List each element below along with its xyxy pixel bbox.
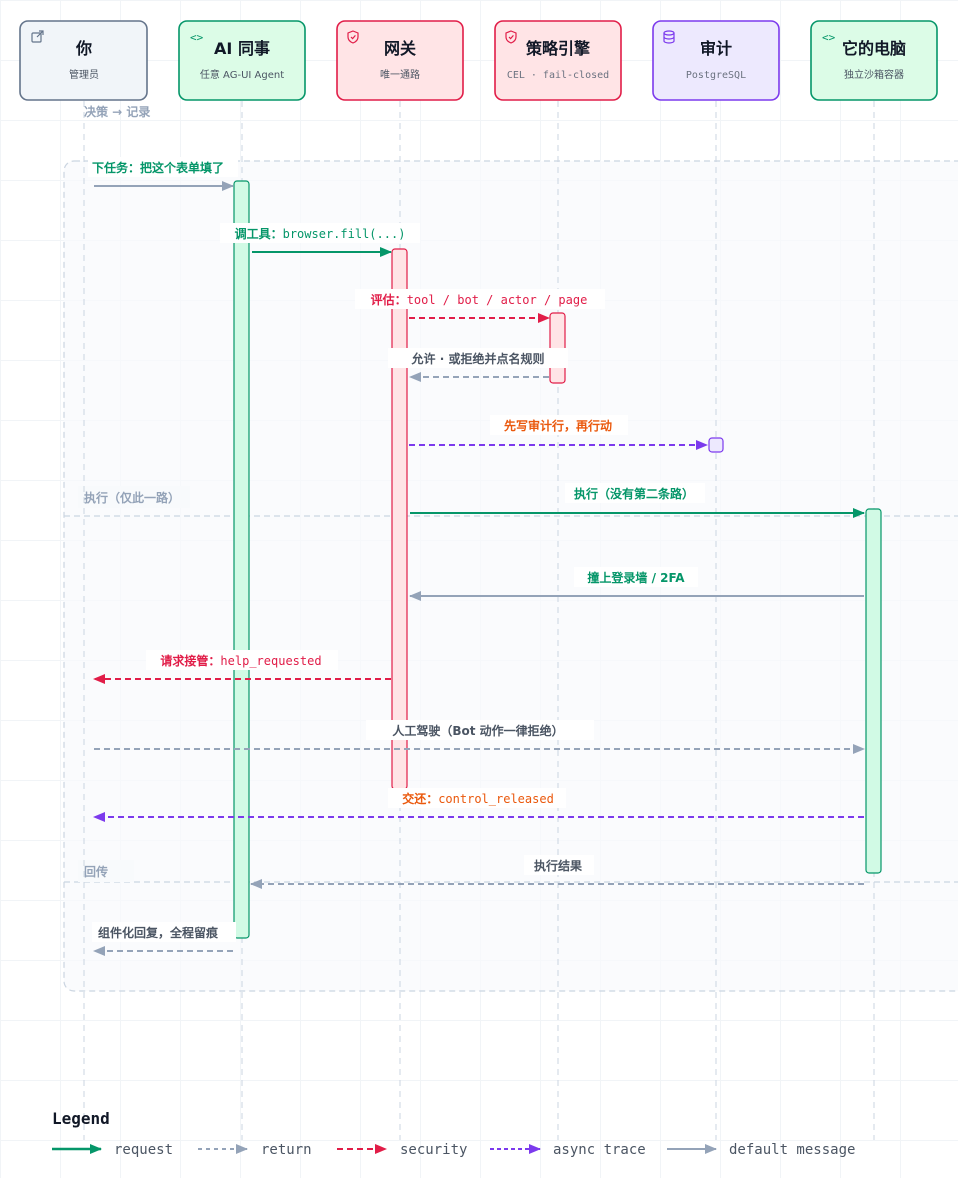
actor-title: 审计 [700, 39, 732, 58]
message-decision: 允许 · 或拒绝并点名规则 [388, 348, 568, 382]
actor-box [810, 20, 938, 101]
message-label-bg [565, 483, 705, 503]
message-control-released: 交还：control_released [93, 788, 864, 822]
message-label-bg [524, 855, 594, 875]
actor-title: 它的电脑 [842, 39, 906, 58]
message-write-audit: 先写审计行，再行动 [409, 415, 708, 450]
message-execute: 执行（没有第二条路） [410, 483, 865, 518]
actor-gateway: 网关 唯一通路 [336, 20, 464, 101]
message-label: 执行（没有第二条路） [574, 486, 694, 501]
actor-box [336, 20, 464, 101]
actor-title: 你 [75, 39, 92, 58]
actor-box [494, 20, 622, 101]
message-label-bg [355, 289, 605, 309]
code-icon: <> [822, 31, 836, 44]
actor-agent: <> AI 同事 任意 AG-UI Agent [178, 20, 306, 101]
message-label-bg [92, 922, 236, 942]
shield-icon [505, 30, 517, 44]
legend-item-security: security [337, 1142, 467, 1158]
actor-subtitle: 任意 AG-UI Agent [200, 68, 284, 81]
legend-label: async trace [553, 1142, 646, 1158]
message-label: 评估：tool / bot / actor / page [371, 292, 588, 307]
actor-title: AI 同事 [214, 39, 270, 58]
message-evaluate: 评估：tool / bot / actor / page [355, 289, 605, 323]
actor-subtitle: 唯一通路 [380, 68, 420, 81]
legend: Legend request return security async tra… [52, 1109, 855, 1158]
legend-label: default message [729, 1142, 855, 1158]
message-label: 先写审计行，再行动 [504, 418, 612, 433]
activation-audit [708, 437, 724, 453]
message-label: 调工具：browser.fill(...) [235, 227, 406, 241]
message-login-wall: 撞上登录墙 / 2FA [409, 567, 864, 601]
message-assign-task: 下任务：把这个表单填了 [88, 157, 238, 191]
message-label: 允许 · 或拒绝并点名规则 [411, 351, 545, 366]
actor-subtitle: 独立沙箱容器 [844, 68, 904, 81]
group-label-decide: 决策 → 记录 [84, 104, 150, 119]
database-icon [663, 30, 675, 44]
message-label-bg [366, 720, 594, 740]
group-frame-decide [63, 160, 958, 992]
activation-gateway [391, 248, 408, 790]
legend-label: return [261, 1142, 312, 1158]
actor-policy: 策略引擎 CEL · fail-closed [494, 20, 622, 101]
message-result: 执行结果 [250, 855, 864, 889]
code-icon: <> [190, 31, 204, 44]
actor-computer: <> 它的电脑 独立沙箱容器 [810, 20, 938, 101]
actor-box [178, 20, 306, 101]
legend-label: security [400, 1142, 467, 1158]
message-label: 执行结果 [534, 858, 582, 873]
message-label: 下任务：把这个表单填了 [92, 160, 224, 175]
message-label-bg [220, 223, 420, 243]
message-manual-drive: 人工驾驶（Bot 动作一律拒绝） [94, 720, 865, 754]
group-label-bg-return [78, 860, 134, 882]
message-reply: 组件化回复，全程留痕 [92, 922, 236, 956]
actor-subtitle: 管理员 [69, 68, 99, 81]
groups-layer: 决策 → 记录 执行（仅此一路） 回传 [63, 104, 958, 992]
actor-you: 你 管理员 [19, 20, 148, 101]
legend-item-async: async trace [490, 1142, 646, 1158]
message-call-tool: 调工具：browser.fill(...) [220, 223, 420, 257]
legend-item-default: default message [667, 1142, 855, 1158]
actor-subtitle: PostgreSQL [686, 70, 746, 81]
message-label: 撞上登录墙 / 2FA [587, 570, 685, 585]
message-label: 交还：control_released [402, 791, 554, 806]
message-help-requested: 请求接管：help_requested [93, 650, 391, 684]
actor-audit: 审计 PostgreSQL [652, 20, 780, 101]
group-label-execute: 执行（仅此一路） [84, 490, 180, 505]
message-label-bg [574, 567, 698, 587]
legend-title: Legend [52, 1109, 110, 1128]
message-label: 人工驾驶（Bot 动作一律拒绝） [392, 723, 563, 738]
actor-title: 网关 [384, 39, 416, 58]
activation-agent [233, 180, 250, 939]
message-label-bg [388, 348, 568, 368]
group-label-bg-execute [78, 486, 190, 508]
messages-layer: 下任务：把这个表单填了 调工具：browser.fill(...) 评估：too… [88, 157, 865, 956]
actor-box [19, 20, 148, 101]
message-label-bg [88, 157, 238, 177]
message-label: 组件化回复，全程留痕 [98, 925, 219, 940]
legend-label: request [114, 1142, 173, 1158]
message-label-bg [490, 415, 628, 435]
actor-subtitle: CEL · fail-closed [507, 70, 609, 81]
message-label: 请求接管：help_requested [160, 653, 321, 668]
actor-box [652, 20, 780, 101]
shield-icon [347, 30, 359, 44]
actor-title: 策略引擎 [525, 39, 591, 58]
external-link-icon [31, 30, 44, 43]
legend-item-return: return [198, 1142, 312, 1158]
legend-item-request: request [52, 1142, 173, 1158]
activation-computer [865, 508, 882, 874]
group-label-return: 回传 [84, 864, 108, 879]
message-label-bg [146, 650, 338, 670]
message-label-bg [388, 788, 566, 808]
